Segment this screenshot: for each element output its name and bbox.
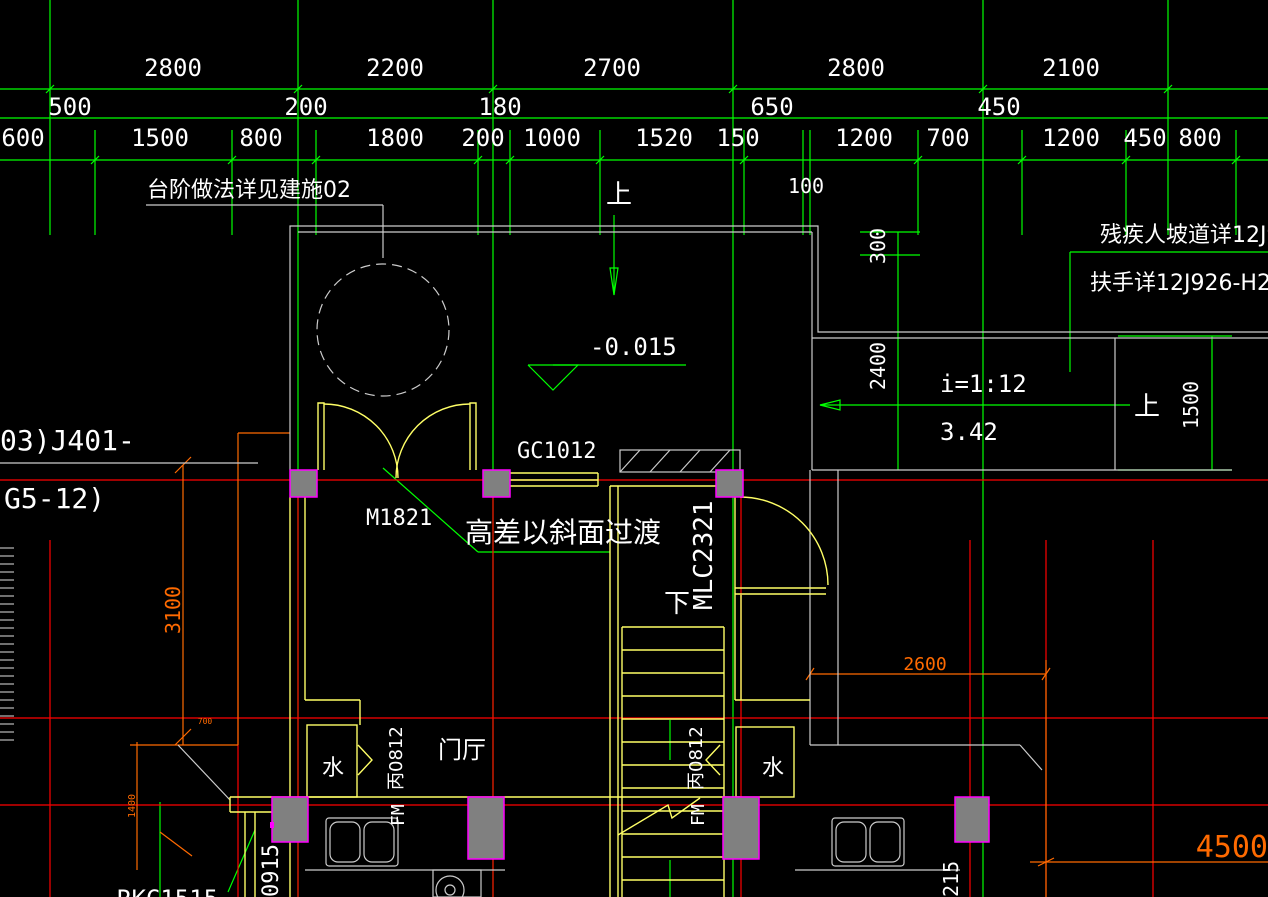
lobby-label: 门厅 bbox=[438, 736, 486, 764]
slope-label: i=1:12 bbox=[940, 370, 1027, 398]
steps-note: 台阶做法详见建施02 bbox=[147, 178, 351, 203]
window-rkc1515: RKC1515 bbox=[117, 885, 218, 897]
fm-left: FM bbox=[388, 804, 409, 826]
down-label: 下 bbox=[664, 589, 690, 619]
dimension-texts: 2800 2200 2700 2800 2100 500 200 180 650… bbox=[1, 54, 1268, 865]
door-mlc2321: MLC2321 bbox=[689, 500, 719, 610]
water-right: 水 bbox=[762, 756, 784, 781]
transition-note: 高差以斜面过渡 bbox=[465, 516, 661, 549]
dim-1500: 1500 bbox=[1179, 381, 1203, 429]
annotation-texts: 台阶做法详见建施02 残疾人坡道详12J926 扶手详12J926-H2- -0… bbox=[0, 178, 1268, 897]
column-ticks bbox=[270, 822, 274, 828]
dim-1400: 1400 bbox=[127, 794, 138, 818]
up-label-top: 上 bbox=[606, 180, 632, 210]
window-0915: 0915 bbox=[259, 844, 284, 897]
columns bbox=[271, 469, 990, 860]
dim-700: 700 bbox=[198, 717, 213, 726]
fm-right: FM bbox=[688, 804, 709, 826]
dim-row3-7: 1520 bbox=[635, 124, 693, 152]
door-m1821: M1821 bbox=[366, 506, 432, 531]
dim-row3-8: 150 bbox=[716, 124, 759, 152]
dim-row3-12: 450 bbox=[1123, 124, 1166, 152]
dim-row3-11: 1200 bbox=[1042, 124, 1100, 152]
dim-row2-4: 650 bbox=[750, 93, 793, 121]
dim-300: 300 bbox=[866, 228, 890, 264]
dim-row3-13: 800 bbox=[1178, 124, 1221, 152]
ramp-length: 3.42 bbox=[940, 418, 998, 446]
outline-lines bbox=[0, 204, 1268, 897]
dim-3100: 3100 bbox=[161, 586, 185, 634]
dim-row3-9: 1200 bbox=[835, 124, 893, 152]
dim-row2-1: 500 bbox=[48, 93, 91, 121]
dim-row2-2: 200 bbox=[284, 93, 327, 121]
dim-row2-5: 450 bbox=[977, 93, 1020, 121]
dim-row3-1: 600 bbox=[1, 124, 44, 152]
dim-row1-3: 2700 bbox=[583, 54, 641, 82]
left-ref-1: 03)J401- bbox=[0, 424, 135, 457]
dim-100: 100 bbox=[788, 174, 824, 198]
dim-row3-6: 1000 bbox=[523, 124, 581, 152]
dim-4500: 4500 bbox=[1196, 830, 1268, 865]
ramp-note: 残疾人坡道详12J926 bbox=[1100, 223, 1268, 248]
up-label-right: 上 bbox=[1134, 392, 1160, 422]
dim-row3-2: 1500 bbox=[131, 124, 189, 152]
dim-2400: 2400 bbox=[866, 342, 890, 390]
dim-row1-4: 2800 bbox=[827, 54, 885, 82]
level-mark: -0.015 bbox=[590, 333, 677, 361]
water-left: 水 bbox=[322, 756, 344, 781]
left-ref-2: G5-12) bbox=[4, 482, 105, 515]
dim-row1-2: 2200 bbox=[366, 54, 424, 82]
window-215: 215 bbox=[939, 861, 963, 897]
pipe-right: 丙0812 bbox=[686, 726, 707, 790]
dim-row2-3: 180 bbox=[478, 93, 521, 121]
pipe-left: 丙0812 bbox=[386, 726, 407, 790]
window-gc1012: GC1012 bbox=[517, 439, 596, 464]
dim-row3-5: 200 bbox=[461, 124, 504, 152]
handrail-note: 扶手详12J926-H2- bbox=[1090, 271, 1268, 296]
dim-row3-3: 800 bbox=[239, 124, 282, 152]
dim-row1-5: 2100 bbox=[1042, 54, 1100, 82]
dim-2600: 2600 bbox=[903, 654, 946, 675]
dim-row3-10: 700 bbox=[926, 124, 969, 152]
dim-row1-1: 2800 bbox=[144, 54, 202, 82]
dim-row3-4: 1800 bbox=[366, 124, 424, 152]
axis-lines bbox=[0, 432, 1268, 897]
